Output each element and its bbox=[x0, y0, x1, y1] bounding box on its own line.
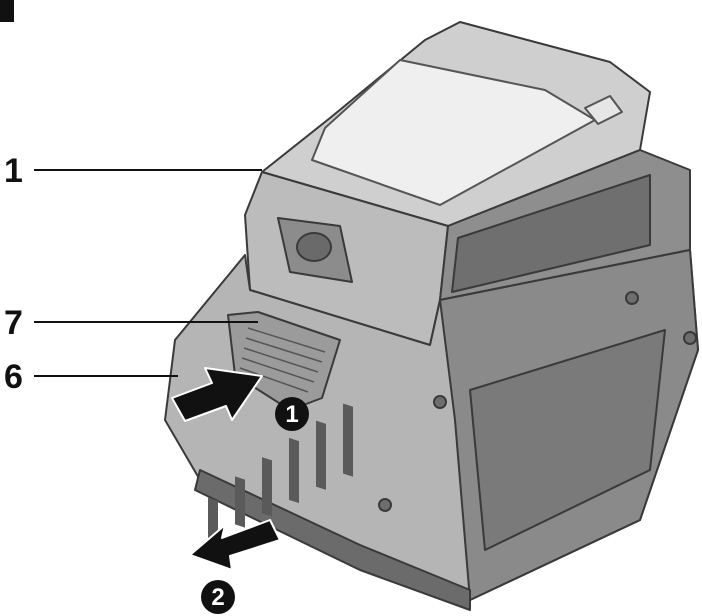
pull-arrow-icon bbox=[189, 519, 281, 571]
battery-pack bbox=[164, 21, 699, 611]
callout-1: 1 bbox=[4, 152, 23, 190]
screw bbox=[683, 331, 697, 345]
push-arrow-icon bbox=[171, 367, 263, 422]
side-recess bbox=[451, 174, 651, 293]
latch-grip bbox=[239, 327, 326, 393]
step-2-label: 2 bbox=[211, 584, 224, 611]
step-1-label: 1 bbox=[285, 401, 298, 428]
step-badge-2: 2 bbox=[201, 580, 235, 614]
corner-marker bbox=[0, 0, 14, 22]
fuel-button-dome bbox=[296, 232, 332, 262]
screw bbox=[378, 498, 392, 512]
screw bbox=[625, 291, 639, 305]
callout-7: 7 bbox=[4, 304, 23, 342]
label-window-tab bbox=[584, 95, 623, 125]
callout-6: 6 bbox=[4, 358, 23, 396]
step-badge-1: 1 bbox=[275, 397, 309, 431]
side-panel bbox=[469, 329, 666, 551]
vent-slots bbox=[208, 403, 353, 541]
screw bbox=[433, 395, 447, 409]
